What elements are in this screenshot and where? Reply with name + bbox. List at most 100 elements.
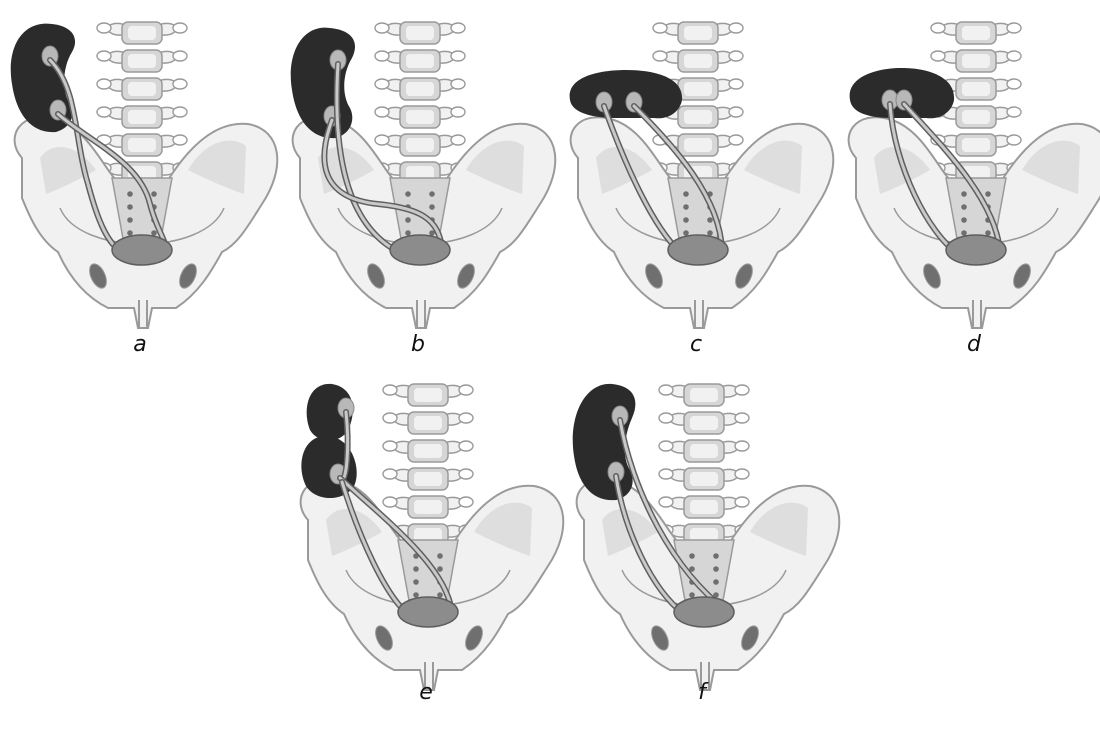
process-tip	[729, 79, 743, 89]
sacral-foramen	[437, 566, 443, 572]
vertebra-highlight	[406, 54, 434, 68]
panel-b: b	[278, 8, 558, 368]
vertebra-highlight	[406, 82, 434, 96]
process-tip	[173, 107, 187, 117]
vertebra-highlight	[414, 444, 442, 458]
process-tip	[173, 135, 187, 145]
sacral-foramen	[985, 191, 991, 197]
process-tip	[729, 135, 743, 145]
bladder	[112, 235, 172, 265]
process-tip	[383, 413, 397, 423]
process-tip	[1007, 107, 1021, 117]
process-tip	[451, 79, 465, 89]
bladder	[674, 597, 734, 627]
process-tip	[735, 385, 749, 395]
process-tip	[451, 51, 465, 61]
process-tip	[383, 469, 397, 479]
sacral-foramen	[961, 217, 967, 223]
process-tip	[97, 23, 111, 33]
process-tip	[375, 135, 389, 145]
sacral-foramen	[683, 204, 689, 210]
process-tip	[659, 469, 673, 479]
sacral-foramen	[151, 230, 157, 236]
vertebra-highlight	[962, 110, 990, 124]
process-tip	[729, 107, 743, 117]
caption-c: c	[556, 332, 836, 357]
process-tip	[383, 385, 397, 395]
sacral-foramen	[961, 230, 967, 236]
panel-d: d	[834, 8, 1100, 368]
sacral-foramen	[713, 579, 719, 585]
process-tip	[97, 79, 111, 89]
process-tip	[383, 441, 397, 451]
sacral-foramen	[127, 230, 133, 236]
vertebra-highlight	[414, 388, 442, 402]
sacral-foramen	[437, 553, 443, 559]
vertebra-highlight	[414, 416, 442, 430]
sacral-foramen	[429, 204, 435, 210]
illustration-b	[278, 8, 558, 328]
process-tip	[459, 469, 473, 479]
vertebra-highlight	[962, 26, 990, 40]
sacral-foramen	[713, 553, 719, 559]
vertebra-highlight	[690, 500, 718, 514]
vertebra-highlight	[690, 416, 718, 430]
vertebra-highlight	[406, 110, 434, 124]
spine	[375, 22, 465, 184]
sacral-foramen	[405, 217, 411, 223]
vertebra-highlight	[690, 472, 718, 486]
process-tip	[97, 107, 111, 117]
process-tip	[173, 79, 187, 89]
vertebra-highlight	[962, 82, 990, 96]
anatomy-figure: a b c d e f	[0, 0, 1100, 714]
sacral-foramen	[683, 230, 689, 236]
illustration-f	[562, 370, 842, 690]
process-tip	[375, 79, 389, 89]
kidney	[291, 28, 355, 138]
process-tip	[375, 107, 389, 117]
process-tip	[383, 497, 397, 507]
bladder	[390, 235, 450, 265]
sacral-foramen	[437, 592, 443, 598]
process-tip	[375, 51, 389, 61]
bladder	[668, 235, 728, 265]
vertebra-highlight	[684, 54, 712, 68]
vertebra-highlight	[414, 472, 442, 486]
vertebra-highlight	[684, 26, 712, 40]
process-tip	[659, 497, 673, 507]
process-tip	[459, 497, 473, 507]
illustration-c	[556, 8, 836, 328]
sacral-foramen	[429, 191, 435, 197]
vertebra-highlight	[684, 82, 712, 96]
illustration-d	[834, 8, 1100, 328]
process-tip	[459, 385, 473, 395]
bladder	[398, 597, 458, 627]
vertebra-highlight	[962, 54, 990, 68]
vertebra-highlight	[406, 138, 434, 152]
process-tip	[451, 135, 465, 145]
process-tip	[451, 23, 465, 33]
sacral-foramen	[689, 553, 695, 559]
process-tip	[735, 469, 749, 479]
process-tip	[653, 23, 667, 33]
process-tip	[1007, 79, 1021, 89]
vertebra-highlight	[684, 138, 712, 152]
panel-a: a	[0, 8, 280, 368]
process-tip	[459, 413, 473, 423]
sacral-foramen	[689, 592, 695, 598]
sacral-foramen	[127, 204, 133, 210]
sacral-foramen	[413, 592, 419, 598]
caption-f: f	[562, 680, 842, 705]
sacral-foramen	[405, 191, 411, 197]
illustration-e	[286, 370, 566, 690]
sacral-foramen	[707, 230, 713, 236]
vertebra-highlight	[962, 138, 990, 152]
sacral-foramen	[985, 230, 991, 236]
sacral-foramen	[127, 217, 133, 223]
process-tip	[1007, 51, 1021, 61]
vertebra-highlight	[128, 138, 156, 152]
process-tip	[729, 51, 743, 61]
panel-e: e	[286, 370, 566, 730]
caption-a: a	[0, 332, 280, 357]
sacral-foramen	[413, 566, 419, 572]
